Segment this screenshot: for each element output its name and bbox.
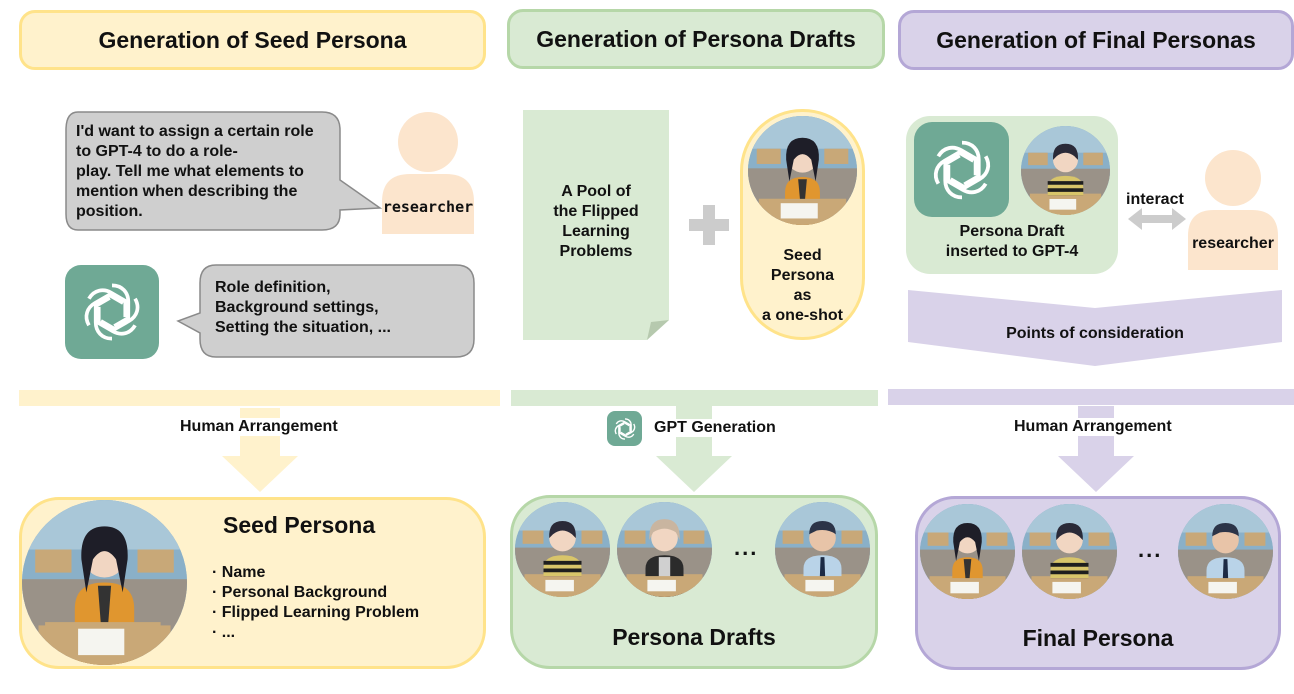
persona-draft-label: Persona Draft inserted to GPT-4 xyxy=(906,222,1118,262)
reply-bubble-shape xyxy=(176,264,475,358)
reply-line: Background settings, xyxy=(215,299,379,316)
avatar-girl-striped xyxy=(1021,126,1110,215)
seed-persona-header: Generation of Seed Persona xyxy=(19,10,486,70)
draft-line: inserted to GPT-4 xyxy=(945,243,1079,260)
pool-line: Learning xyxy=(562,223,630,240)
final-personas-header: Generation of Final Personas xyxy=(898,10,1294,70)
avatar-girl-black xyxy=(617,502,712,597)
more-finals-ellipsis: ... xyxy=(1138,537,1163,562)
consideration-label: Points of consideration xyxy=(1006,325,1184,342)
prompt-bubble-text: I'd want to assign a certain role to GPT… xyxy=(76,122,346,222)
bullet-item: · Flipped Learning Problem xyxy=(212,604,420,621)
seed-line: as xyxy=(793,287,812,304)
bullet-item: · ... xyxy=(212,624,236,641)
down-arrow-icon xyxy=(1058,406,1134,492)
openai-logo-icon xyxy=(914,122,1009,217)
avatar-girl-striped xyxy=(1022,504,1117,599)
bullet-item: · Name xyxy=(212,564,266,581)
avatar-girl-orange xyxy=(22,500,187,665)
avatar-girl-striped xyxy=(515,502,610,597)
persona-drafts-title: Persona Drafts xyxy=(612,624,776,650)
person-icon xyxy=(1188,150,1278,270)
human-arrangement-label: Human Arrangement xyxy=(1012,418,1174,436)
prompt-bubble-shape xyxy=(65,111,383,231)
openai-logo-icon xyxy=(65,265,159,359)
gpt-generation-label: GPT Generation xyxy=(652,419,778,437)
openai-logo-icon xyxy=(607,411,642,446)
final-persona-title: Final Persona xyxy=(1022,625,1174,651)
problem-pool-label: A Pool of the Flipped Learning Problems xyxy=(521,182,671,262)
prompt-line: play. Tell me what elements to xyxy=(76,163,304,180)
seed-persona-header-text: Generation of Seed Persona xyxy=(98,26,407,53)
reply-line: Setting the situation, ... xyxy=(215,319,391,336)
bullet-item: · Personal Background xyxy=(212,584,388,601)
persona-drafts-header-text: Generation of Persona Drafts xyxy=(536,25,856,52)
interact-label: interact xyxy=(1126,191,1184,208)
consideration-funnel xyxy=(908,290,1282,366)
final-personas-header-text: Generation of Final Personas xyxy=(936,26,1256,53)
avatar-boy-blue xyxy=(775,502,870,597)
pool-line: Problems xyxy=(559,243,633,260)
researcher-label: researcher xyxy=(1192,235,1274,252)
person-icon xyxy=(382,112,474,234)
avatar-girl-orange xyxy=(920,504,1015,599)
avatar-girl-orange xyxy=(748,116,857,225)
seed-line: a one-shot xyxy=(762,307,843,324)
pool-line: A Pool of xyxy=(561,183,631,200)
double-arrow-icon xyxy=(1128,208,1186,230)
seed-line: Persona xyxy=(770,267,835,284)
seed-one-shot-label: Seed Persona as a one-shot xyxy=(740,246,865,326)
prompt-line: mention when describing the xyxy=(76,183,298,200)
down-arrow-icon xyxy=(656,406,732,492)
reply-bubble-text: Role definition, Background settings, Se… xyxy=(215,278,465,338)
seed-band xyxy=(19,390,500,406)
persona-drafts-header: Generation of Persona Drafts xyxy=(507,9,885,69)
draft-line: Persona Draft xyxy=(959,223,1065,240)
reply-line: Role definition, xyxy=(215,279,331,296)
final-band xyxy=(888,389,1294,405)
more-drafts-ellipsis: ... xyxy=(734,535,759,560)
seed-persona-bullets: · Name · Personal Background · Flipped L… xyxy=(212,563,419,643)
prompt-line: I'd want to assign a certain role xyxy=(76,123,314,140)
seed-line: Seed xyxy=(783,247,822,264)
avatar-boy-blue xyxy=(1178,504,1273,599)
prompt-line: to GPT-4 to do a role- xyxy=(76,143,238,160)
human-arrangement-label: Human Arrangement xyxy=(178,418,340,436)
prompt-line: position. xyxy=(76,203,143,220)
problem-pool-document xyxy=(523,110,669,340)
pool-line: the Flipped xyxy=(553,203,639,220)
researcher-label: researcher xyxy=(382,198,474,216)
plus-icon xyxy=(689,205,729,245)
drafts-band xyxy=(511,390,878,406)
seed-persona-title: Seed Persona xyxy=(223,512,376,538)
